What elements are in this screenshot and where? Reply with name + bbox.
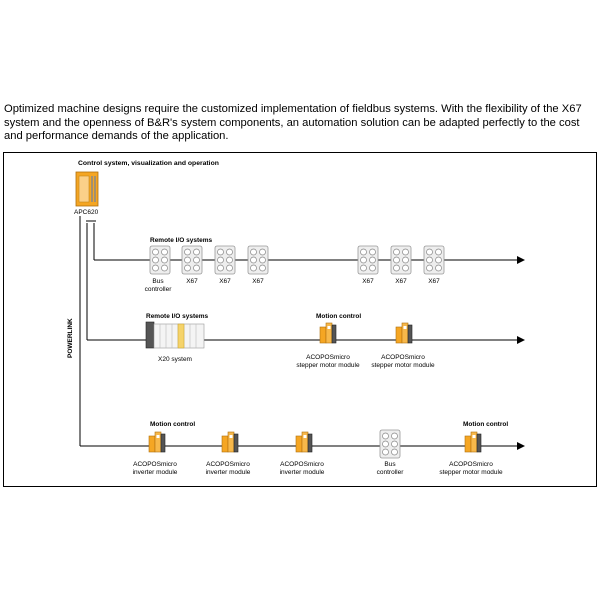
x67-module-icon [390,245,412,275]
x67-module-icon [214,245,236,275]
row1-module-label: X67 [219,278,231,285]
row2-motion-section-label: Motion control [316,313,361,320]
acoposmicro-inverter-icon [221,431,239,453]
row3-module-sublabel: inverter module [133,469,178,476]
row1-module-sublabel: controller [145,286,173,293]
row3-module-sublabel: inverter module [280,469,325,476]
row2-module-label: ACOPOSmicro [381,354,425,361]
row2-io-section-label: Remote I/O systems [146,313,209,320]
row3-module-label: ACOPOSmicro [206,461,250,468]
row3-module-sublabel: controller [377,469,405,476]
row3-module-label: Bus [384,461,396,468]
apc620-label: APC620 [74,209,99,216]
row1-module-label: X67 [186,278,198,285]
row1-module-label: X67 [362,278,374,285]
acoposmicro-inverter-icon [295,431,313,453]
x20-system-icon [145,321,205,349]
row3-module-label: ACOPOSmicro [280,461,324,468]
row3-module-label: ACOPOSmicro [449,461,493,468]
intro-paragraph: Optimized machine designs require the cu… [4,103,582,143]
row2-module-sublabel: stepper motor module [296,362,360,369]
bus-controller-icon [149,245,171,275]
diagram-header: Control system, visualization and operat… [78,160,219,167]
x67-module-icon [181,245,203,275]
row3-motion-section-label: Motion control [150,421,195,428]
x67-module-icon [357,245,379,275]
row2-module-label: ACOPOSmicro [306,354,350,361]
diagram-frame [3,152,597,487]
row3-module-label: ACOPOSmicro [133,461,177,468]
x67-module-icon [247,245,269,275]
apc620-controller-icon [75,171,99,207]
bus-controller-icon [379,429,401,459]
acoposmicro-stepper-icon [319,322,337,344]
acoposmicro-stepper-icon [464,431,482,453]
row3-module-sublabel: stepper motor module [439,469,503,476]
acoposmicro-stepper-icon [395,322,413,344]
row1-module-label: Bus [152,278,164,285]
row1-section-label: Remote I/O systems [150,237,213,244]
row1-module-label: X67 [395,278,407,285]
row2-module-sublabel: stepper motor module [371,362,435,369]
powerlink-label: POWERLINK [67,318,74,358]
row3-module-sublabel: inverter module [206,469,251,476]
powerlink-bus-lines [79,216,96,446]
acoposmicro-inverter-icon [148,431,166,453]
row3-motion-section-label-right: Motion control [463,421,508,428]
row1-module-label: X67 [428,278,440,285]
x67-module-icon [423,245,445,275]
row1-module-label: X67 [252,278,264,285]
x20-system-label: X20 system [158,356,192,363]
